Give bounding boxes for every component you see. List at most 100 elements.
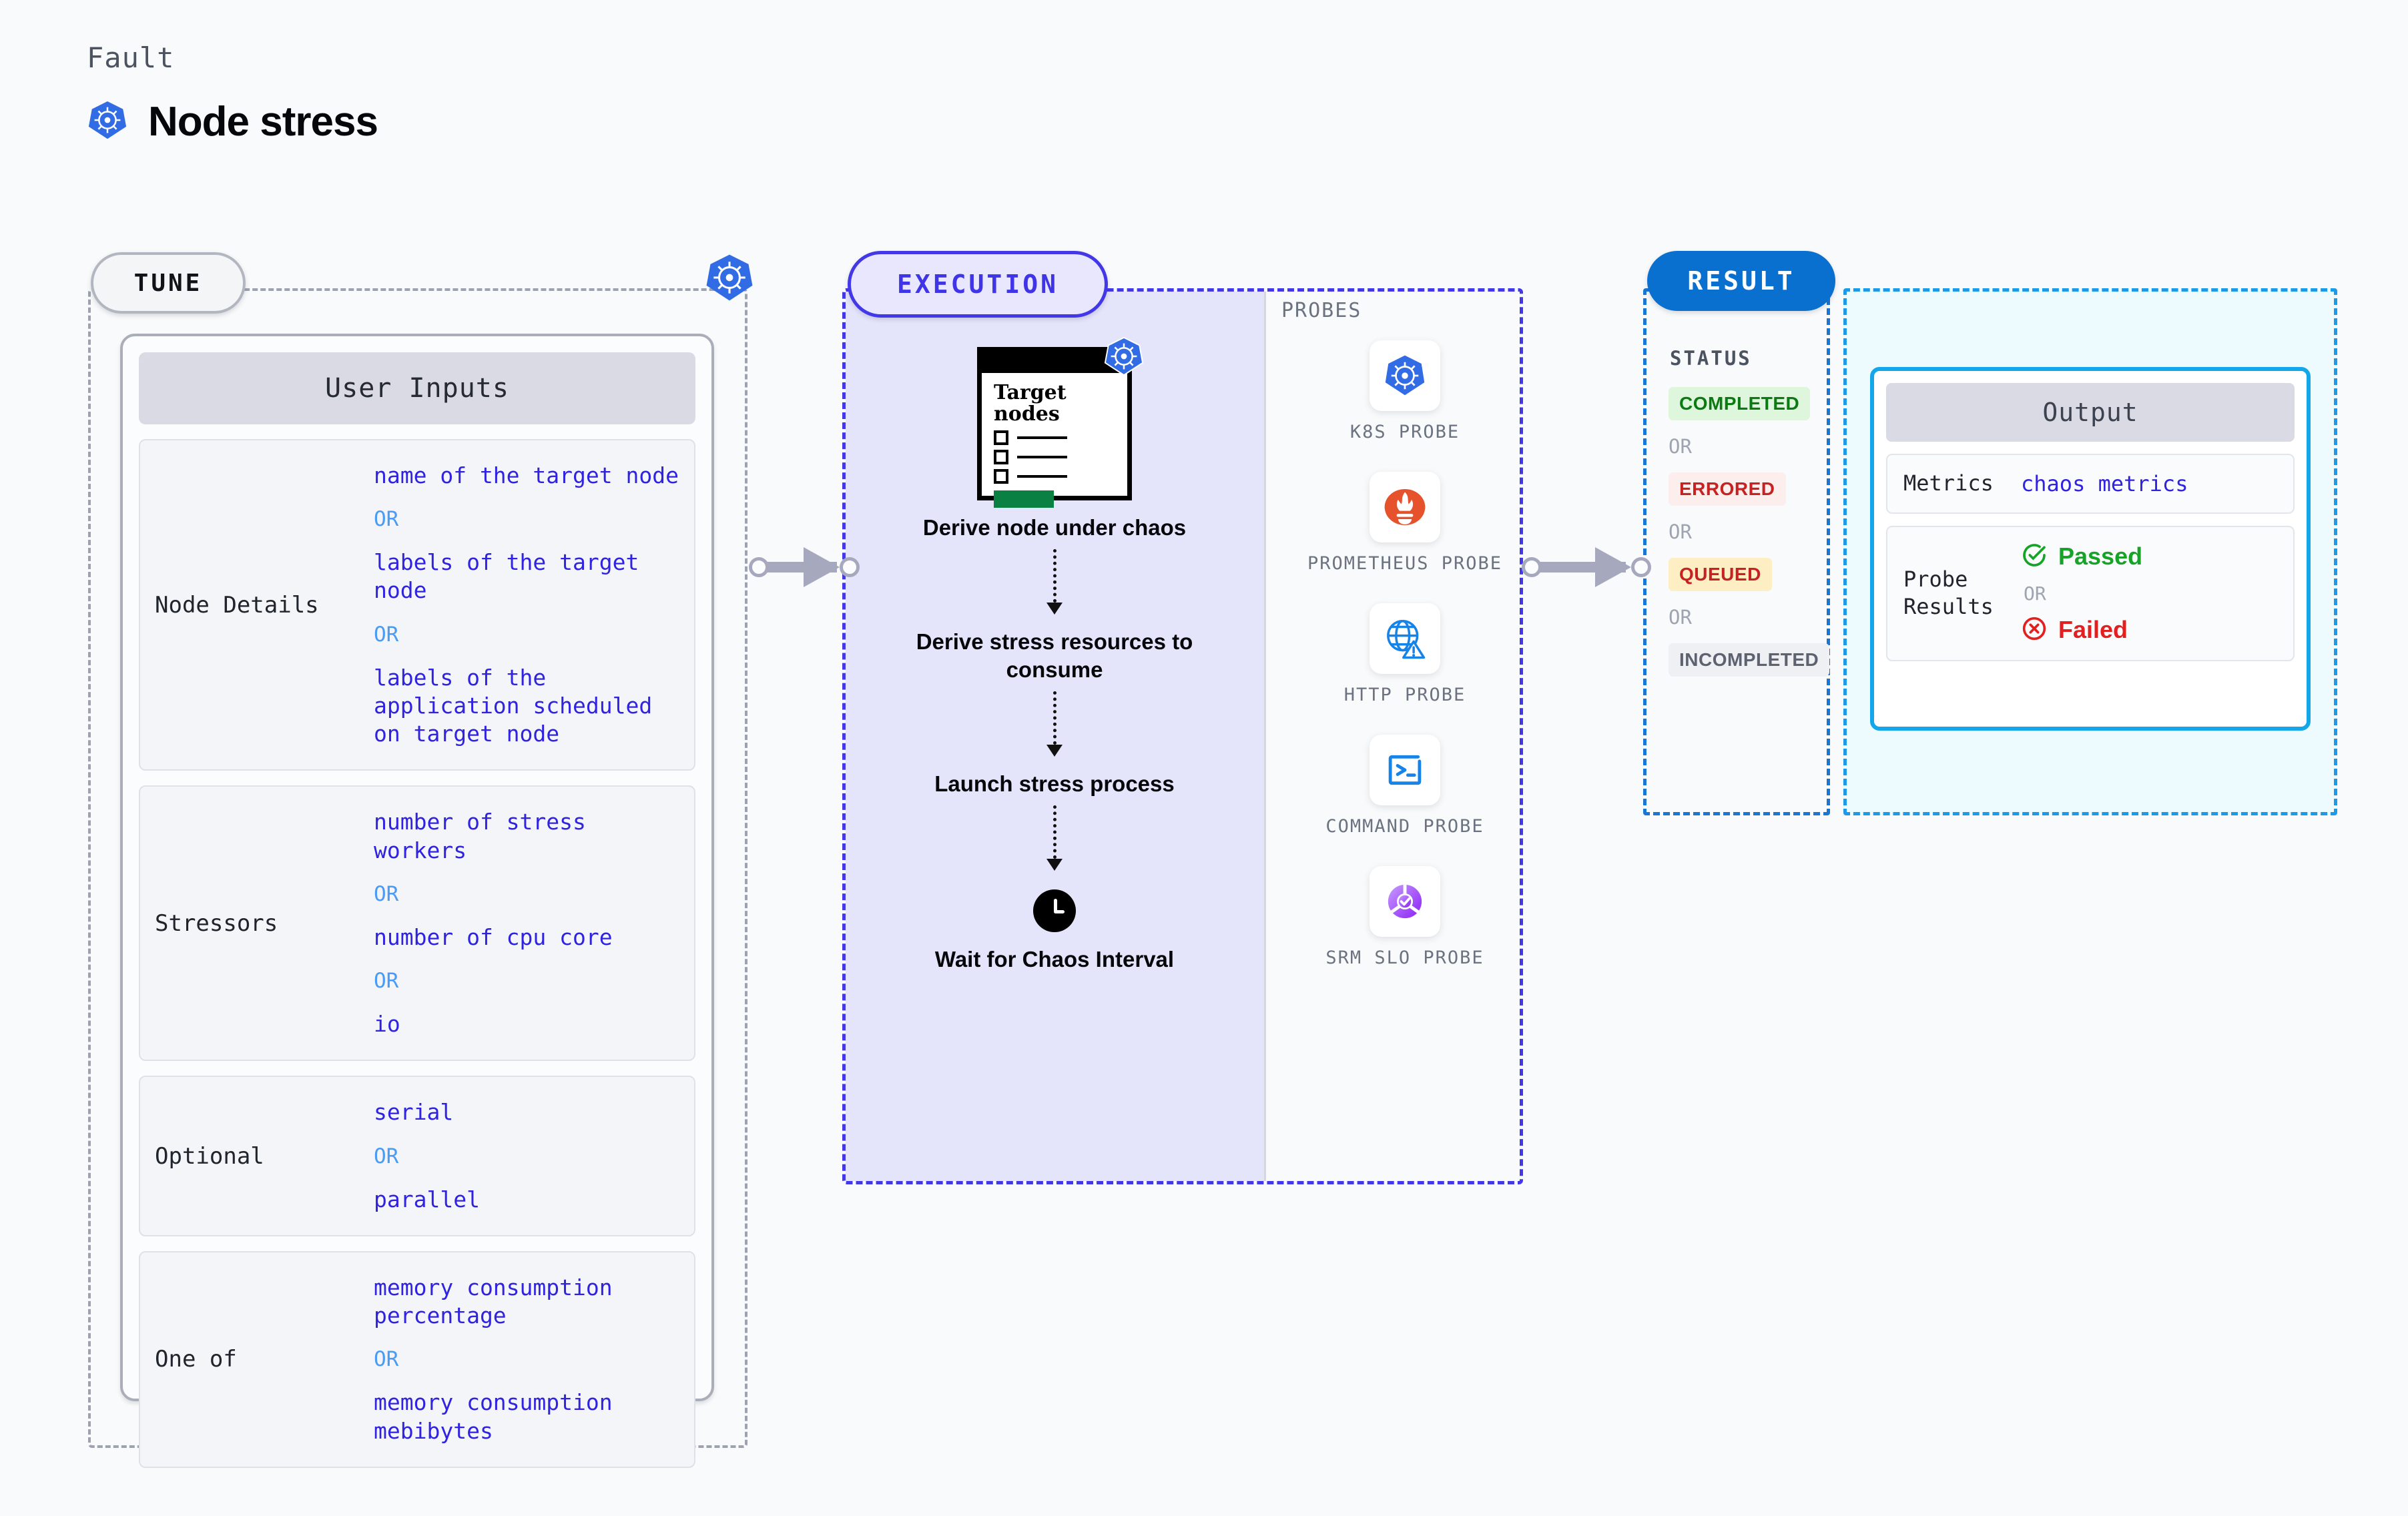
page-title: Node stress <box>148 99 378 145</box>
passed-label: Passed <box>2058 542 2143 571</box>
output-card: Output Metrics chaos metrics Probe Resul… <box>1870 367 2311 731</box>
kubernetes-icon <box>1370 340 1440 411</box>
checkbox-icon <box>994 430 1008 445</box>
probe-label: K8S PROBE <box>1349 422 1460 442</box>
kubernetes-icon <box>704 252 755 303</box>
row-label: Optional <box>155 1142 264 1170</box>
probes-divider <box>1264 292 1266 1181</box>
kubernetes-icon <box>87 99 128 144</box>
flow-arrowhead <box>1046 744 1063 757</box>
output-row-probe-results: Probe Results Passed OR Failed <box>1886 525 2295 661</box>
or-separator: OR <box>374 622 399 647</box>
probe-item-prometheus[interactable]: PROMETHEUS PROBE <box>1295 472 1515 575</box>
flow-connector <box>1052 549 1057 603</box>
row-value: serial <box>374 1099 454 1126</box>
or-separator: OR <box>374 881 399 906</box>
or-separator: OR <box>2024 582 2046 605</box>
result-status-panel <box>1643 288 1830 815</box>
row-value: name of the target node <box>374 462 679 488</box>
input-row-node-details: Node Details name of the target node OR … <box>139 439 695 771</box>
user-inputs-card: User Inputs Node Details name of the tar… <box>120 334 714 1468</box>
flow-step-label: Wait for Chaos Interval <box>934 947 1175 972</box>
checkbox-icon <box>994 449 1008 464</box>
probe-label: PROMETHEUS PROBE <box>1307 553 1503 575</box>
list-line <box>1017 474 1067 478</box>
status-badge-incompleted: INCOMPLETED <box>1669 643 1830 677</box>
check-circle-icon <box>2021 542 2048 572</box>
target-nodes-title: Target nodes <box>994 381 1067 426</box>
or-separator: OR <box>1669 606 1692 629</box>
flow-connector <box>1052 805 1057 859</box>
flow-step-label: Derive node under chaos <box>922 515 1187 540</box>
checkbox-row <box>994 430 1127 445</box>
row-value: io <box>374 1011 400 1038</box>
row-label: Stressors <box>155 909 278 937</box>
probe-label: COMMAND PROBE <box>1325 816 1484 837</box>
fault-kicker: Fault <box>87 41 175 74</box>
flow-arrowhead <box>1046 603 1063 615</box>
or-separator: OR <box>374 969 399 994</box>
probe-result-failed: Failed <box>2021 615 2142 645</box>
output-row-metrics: Metrics chaos metrics <box>1886 454 2295 514</box>
row-value: parallel <box>374 1186 480 1212</box>
probe-label: HTTP PROBE <box>1343 685 1466 706</box>
output-row-value: chaos metrics <box>2021 470 2188 496</box>
execution-flow: Target nodes Derive node under chaos Der… <box>868 336 1241 973</box>
status-list: COMPLETED OR ERRORED OR QUEUED OR INCOMP… <box>1669 387 1830 677</box>
status-badge-queued: QUEUED <box>1669 558 1772 591</box>
output-title: Output <box>1886 383 2295 442</box>
probes-list: K8S PROBE PROMETHEUS PROBE HTTP PROBE CO… <box>1295 340 1515 998</box>
slo-check-icon <box>1370 866 1440 937</box>
green-bar <box>994 490 1054 508</box>
input-row-one-of: One of memory consumption percentage OR … <box>139 1250 695 1468</box>
card-titlebar <box>982 352 1127 373</box>
or-separator: OR <box>374 1144 399 1168</box>
tune-pill[interactable]: TUNE <box>91 252 246 314</box>
x-circle-icon <box>2021 615 2048 645</box>
probes-section-label: PROBES <box>1281 299 1362 322</box>
or-separator: OR <box>374 507 399 532</box>
row-value: labels of the target node <box>374 549 639 604</box>
page-header: Fault Node stress <box>87 41 378 145</box>
user-inputs-title: User Inputs <box>139 352 695 424</box>
input-row-optional: Optional serial OR parallel <box>139 1076 695 1236</box>
probe-result-passed: Passed <box>2021 542 2142 572</box>
probe-item-srm-slo[interactable]: SRM SLO PROBE <box>1295 866 1515 970</box>
arrow-execution-to-result <box>1522 547 1655 587</box>
terminal-icon <box>1370 735 1440 806</box>
kubernetes-icon <box>1103 336 1145 377</box>
execution-panel <box>842 288 1523 1184</box>
input-row-stressors: Stressors number of stress workers OR nu… <box>139 785 695 1062</box>
row-value: number of cpu core <box>374 923 613 950</box>
prometheus-flame-icon <box>1370 472 1440 543</box>
probe-item-http[interactable]: HTTP PROBE <box>1295 603 1515 707</box>
execution-pill[interactable]: EXECUTION <box>848 251 1108 318</box>
checkbox-icon <box>994 468 1008 484</box>
checkbox-row <box>994 449 1127 464</box>
fault-title-row: Node stress <box>87 98 378 145</box>
output-row-label: Probe Results <box>1903 566 1994 620</box>
row-value: labels of the application scheduled on t… <box>374 664 653 747</box>
failed-label: Failed <box>2058 616 2128 644</box>
target-nodes-card: Target nodes <box>977 336 1144 508</box>
row-value: memory consumption mebibytes <box>374 1389 613 1444</box>
status-badge-completed: COMPLETED <box>1669 387 1811 420</box>
row-value: number of stress workers <box>374 809 586 863</box>
output-row-label: Metrics <box>1903 470 1994 496</box>
probe-item-command[interactable]: COMMAND PROBE <box>1295 735 1515 838</box>
flow-step-label: Launch stress process <box>934 771 1175 796</box>
result-pill[interactable]: RESULT <box>1647 251 1835 311</box>
probe-item-k8s[interactable]: K8S PROBE <box>1295 340 1515 444</box>
flow-step-label: Derive stress resources to consume <box>916 629 1193 682</box>
or-separator: OR <box>1669 435 1692 458</box>
row-value: memory consumption percentage <box>374 1274 613 1329</box>
checkbox-row <box>994 468 1127 484</box>
row-label: Node Details <box>155 591 319 619</box>
probe-label: SRM SLO PROBE <box>1325 948 1484 969</box>
status-section-label: STATUS <box>1670 347 1752 370</box>
globe-warning-icon <box>1370 603 1440 675</box>
list-line <box>1017 455 1067 458</box>
list-line <box>1017 436 1067 439</box>
flow-arrowhead <box>1046 859 1063 871</box>
arrow-tune-to-execution <box>749 547 862 587</box>
